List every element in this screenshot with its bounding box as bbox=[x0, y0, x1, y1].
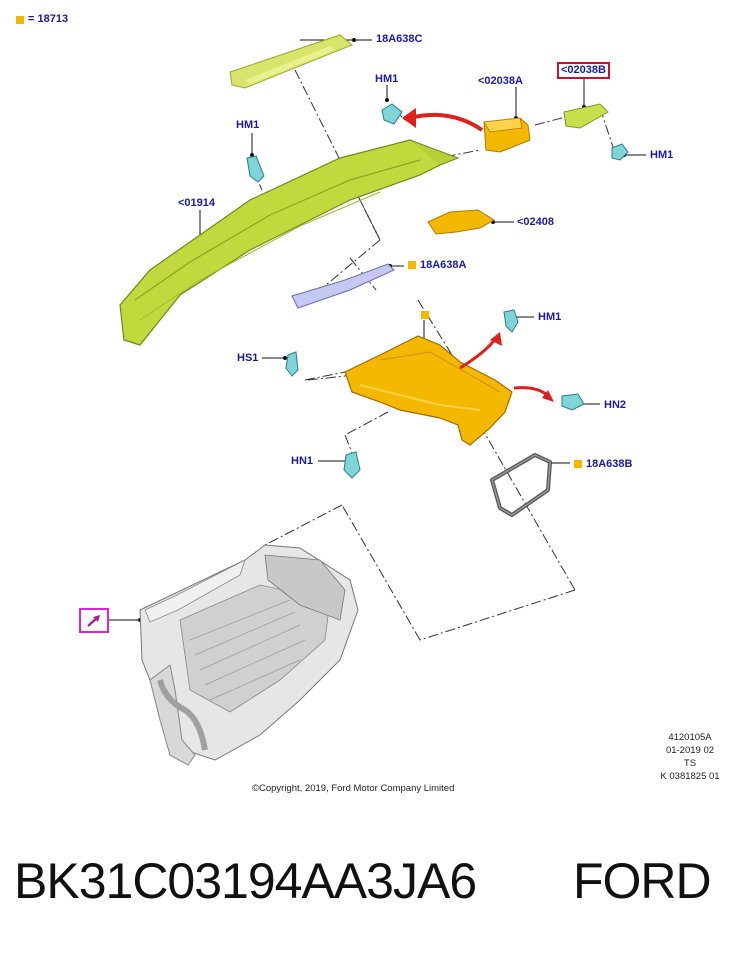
legend-text: = 18713 bbox=[28, 13, 68, 26]
label-02408[interactable]: <02408 bbox=[517, 216, 555, 228]
square-duct-icon bbox=[421, 311, 429, 319]
label-hn2[interactable]: HN2 bbox=[604, 399, 627, 411]
duct-02038B bbox=[563, 103, 609, 129]
clip-hn1 bbox=[343, 451, 361, 479]
clip-hs1 bbox=[285, 351, 299, 377]
reference-highlight[interactable] bbox=[79, 608, 109, 633]
label-hm1-top[interactable]: HM1 bbox=[375, 73, 399, 85]
air-duct-main bbox=[344, 335, 513, 446]
legend-square-icon bbox=[16, 16, 24, 24]
label-18A638C[interactable]: 18A638C bbox=[376, 33, 423, 45]
label-hm1-mid[interactable]: HM1 bbox=[538, 311, 562, 323]
label-18A638B[interactable]: 18A638B bbox=[586, 458, 633, 470]
legend-eq: = bbox=[28, 13, 35, 25]
duct-02038A bbox=[483, 117, 531, 153]
leader-lines bbox=[108, 39, 646, 621]
square-18A638A-icon bbox=[408, 261, 416, 269]
legend-code: 18713 bbox=[37, 13, 69, 25]
label-hm1-left[interactable]: HM1 bbox=[236, 119, 260, 131]
leader-dots bbox=[138, 38, 626, 622]
gasket-18A638B bbox=[490, 453, 552, 517]
label-hs1[interactable]: HS1 bbox=[237, 352, 259, 364]
label-hm1-right[interactable]: HM1 bbox=[650, 149, 674, 161]
flap-02408 bbox=[427, 209, 495, 235]
clip-hn2 bbox=[561, 393, 585, 411]
label-hn1[interactable]: HN1 bbox=[291, 455, 314, 467]
clips bbox=[246, 103, 629, 479]
copyright-text: ©Copyright, 2019, Ford Motor Company Lim… bbox=[252, 783, 455, 794]
part-number: BK31C03194AA3JA6 bbox=[14, 853, 477, 909]
clip-hm1-right bbox=[611, 143, 629, 161]
meta-line2: 01-2019 02 bbox=[665, 745, 715, 756]
red-arrows bbox=[402, 108, 554, 402]
meta-line4: K 0381825 01 bbox=[660, 771, 720, 782]
meta-line1: 4120105A bbox=[668, 732, 712, 743]
brand-name: FORD bbox=[573, 853, 712, 909]
square-18A638B-icon bbox=[574, 460, 582, 468]
label-02038A[interactable]: <02038A bbox=[478, 75, 523, 87]
clip-hm1-top bbox=[381, 103, 403, 125]
seal-18A638A bbox=[291, 263, 395, 309]
clip-hm1-mid bbox=[503, 309, 519, 333]
label-02038B[interactable]: <02038B bbox=[557, 62, 610, 79]
cowl-panel-01914 bbox=[119, 139, 460, 346]
meta-block: 4120105A 01-2019 02 TS K 0381825 01 bbox=[648, 731, 732, 783]
label-18A638A[interactable]: 18A638A bbox=[420, 259, 467, 271]
seal-18A638C bbox=[229, 34, 353, 89]
clip-hm1-left bbox=[246, 155, 265, 183]
hvac-unit bbox=[139, 544, 359, 766]
label-01914[interactable]: <01914 bbox=[178, 197, 216, 209]
meta-line3: TS bbox=[683, 758, 697, 769]
reference-arrow-icon bbox=[87, 615, 100, 627]
